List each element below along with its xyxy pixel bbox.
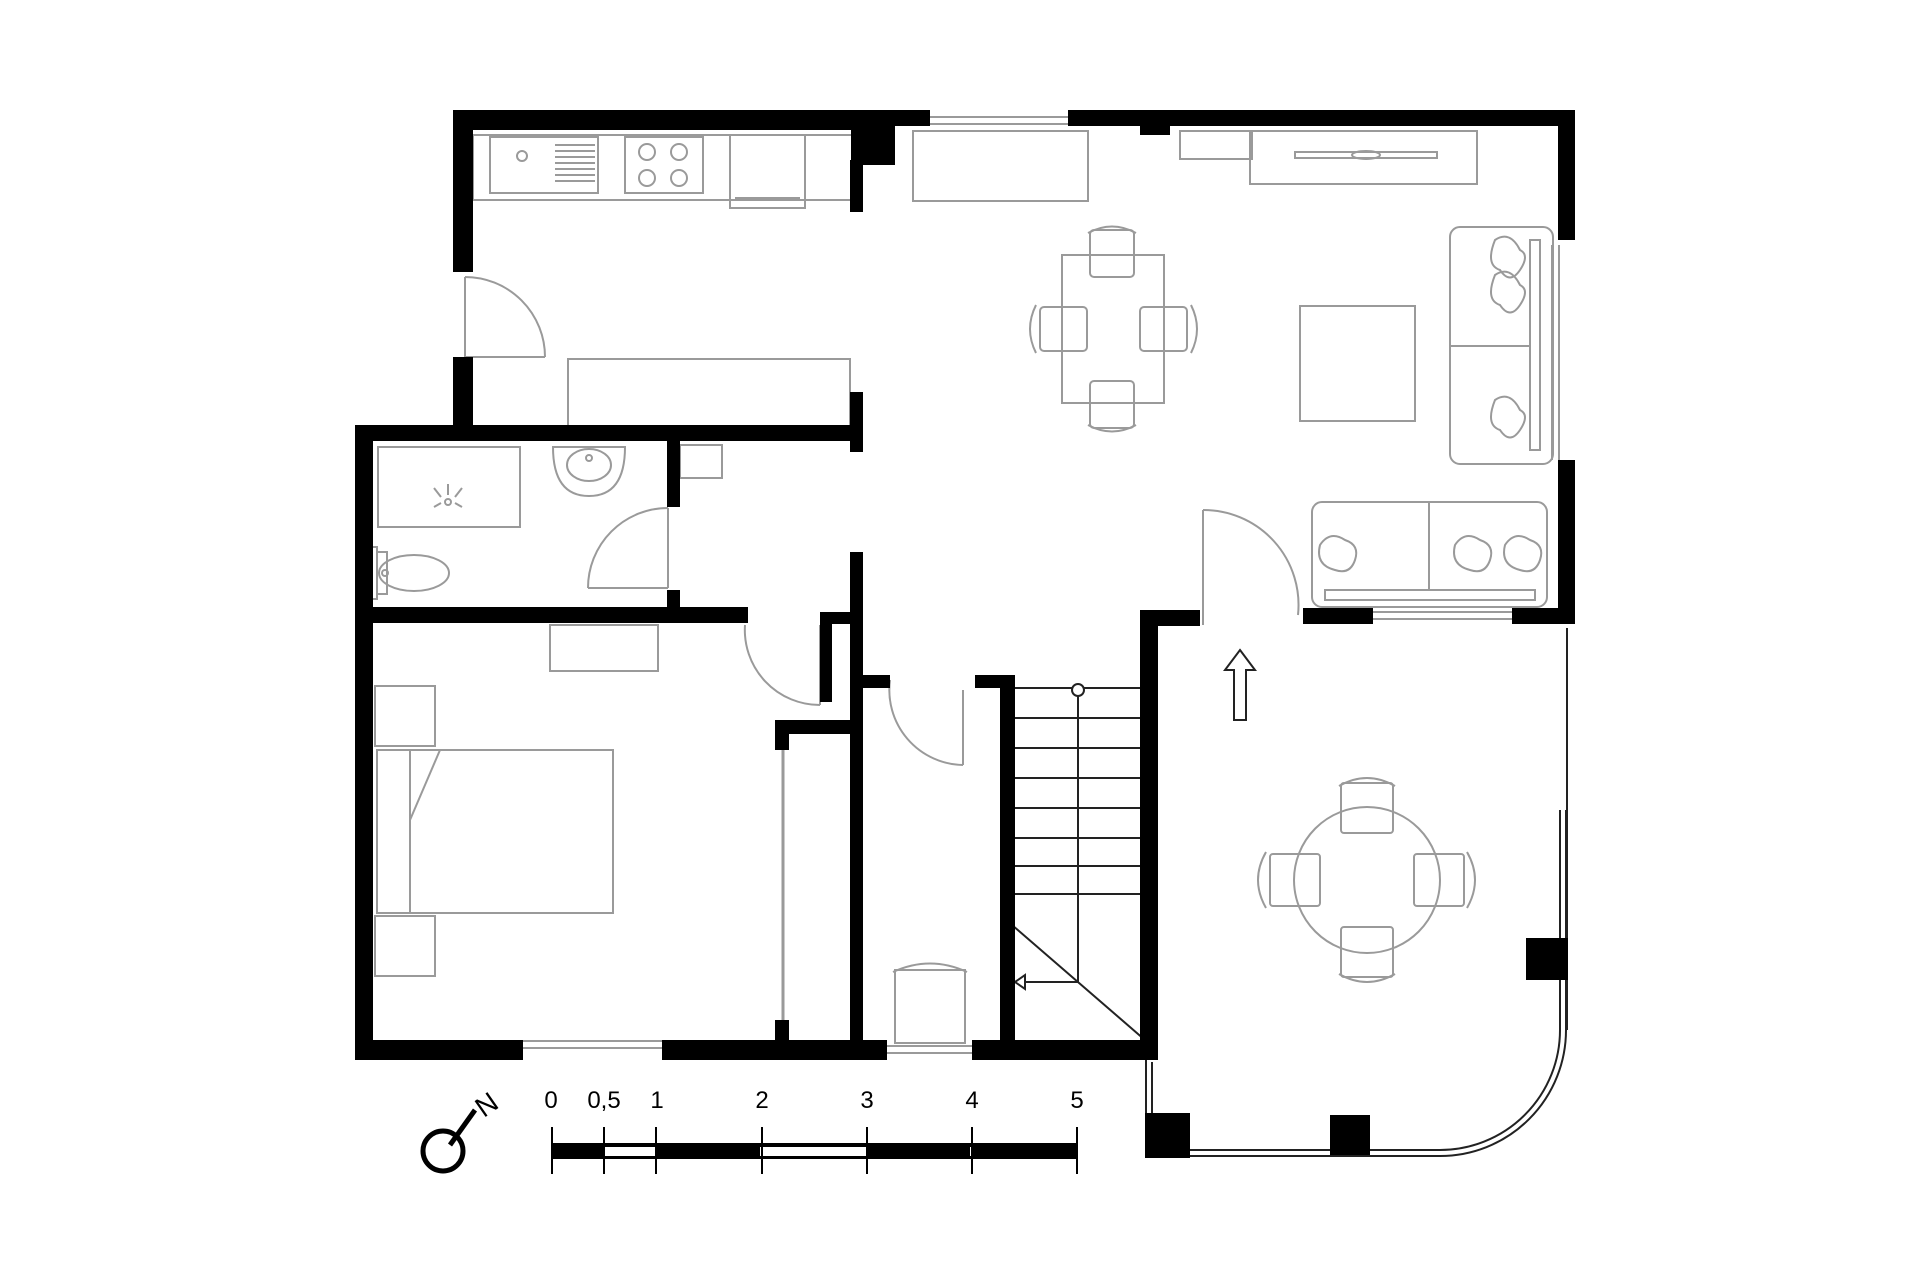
cooktop xyxy=(624,136,704,194)
scale-label: 1 xyxy=(650,1087,663,1114)
walls xyxy=(355,110,1575,1158)
bathroom-cabinet xyxy=(679,444,723,479)
sofa-bottom xyxy=(1311,501,1548,608)
sofa-right xyxy=(1449,226,1554,465)
scale-label: 5 xyxy=(1070,1087,1083,1114)
cushions xyxy=(1318,235,1543,573)
kitchen-counter xyxy=(472,134,854,201)
dining-table-square xyxy=(1029,225,1198,433)
double-bed xyxy=(376,749,614,914)
nightstand-bottom xyxy=(374,915,436,977)
furniture xyxy=(362,116,1560,1054)
kitchen-island xyxy=(567,358,851,430)
staircase xyxy=(1011,683,1146,1041)
scale-label: 0,5 xyxy=(587,1087,620,1114)
terrace-round-table xyxy=(1257,777,1476,983)
coffee-table xyxy=(1299,305,1416,422)
bathroom-sink xyxy=(551,446,627,498)
north-arrow xyxy=(420,1108,478,1174)
compass-icon xyxy=(420,1128,466,1174)
fridge xyxy=(729,134,806,209)
toilet xyxy=(364,546,450,600)
scale-label: 2 xyxy=(755,1087,768,1114)
doors xyxy=(464,276,1300,766)
scale-label: 3 xyxy=(860,1087,873,1114)
terrace-outline xyxy=(1145,628,1568,1157)
sideboard-small xyxy=(1179,130,1253,160)
up-arrow-icon xyxy=(1223,648,1257,721)
hall-chair xyxy=(892,962,968,1044)
scale-label: 4 xyxy=(965,1087,978,1114)
bedroom-desk xyxy=(549,624,659,672)
nightstand-top xyxy=(374,685,436,747)
north-letter: N xyxy=(469,1086,503,1123)
tv-console xyxy=(1249,130,1478,185)
shower xyxy=(377,446,521,528)
sideboard-left xyxy=(912,130,1089,202)
scale-label: 0 xyxy=(544,1087,557,1114)
scale-bar: 0 0,5 1 2 3 4 5 xyxy=(544,1087,1084,1174)
